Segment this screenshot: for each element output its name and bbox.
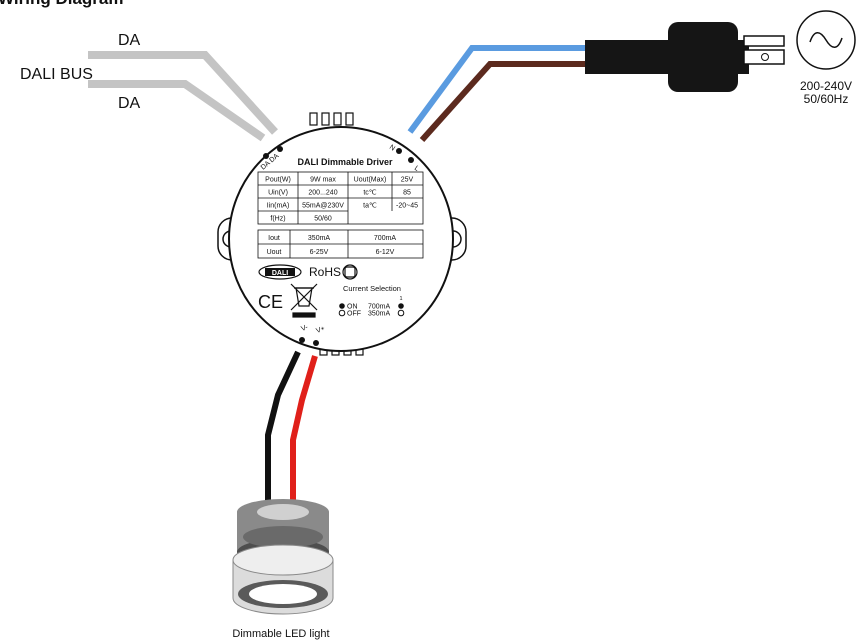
dali-driver: DA DA N L DALI Dimmable Driver Pout(W) 9… — [217, 112, 467, 356]
dali-wire-bottom — [88, 80, 266, 142]
l-terminal-dot — [408, 157, 414, 163]
spec-label-pout: Pout(W) — [265, 177, 291, 184]
dali-wire-top — [88, 51, 278, 135]
n-terminal-label: N — [388, 144, 396, 153]
diagram-title: Wiring Diagram — [0, 0, 123, 8]
dali-bus-label: DALI BUS — [20, 66, 93, 83]
v-plus-wire — [290, 355, 318, 512]
output-uout-700: 6-12V — [376, 249, 395, 256]
v-plus-label: V+ — [315, 325, 326, 335]
off-label: OFF — [347, 311, 361, 318]
led-light — [232, 499, 334, 615]
spec-table — [257, 171, 424, 259]
dip-switch-off-dot — [397, 309, 405, 317]
dali-wire-top-label: DA — [118, 32, 141, 49]
power-voltage: 200-240V — [800, 79, 852, 93]
spec-label-tc: tc℃ — [363, 190, 376, 197]
spec-value-uout-max: 25V — [401, 177, 414, 184]
dali-wire-bottom-label: DA — [118, 95, 141, 112]
dali-logo: DALI — [258, 264, 302, 280]
output-label-uout: Uout — [267, 249, 282, 256]
ac-sine-icon — [796, 10, 856, 70]
spec-value-ta: -20~45 — [396, 203, 418, 210]
n-terminal-dot — [396, 148, 402, 154]
v-minus-terminal-dot — [299, 337, 305, 343]
on-indicator-dot — [339, 303, 345, 309]
driver-top-fins — [309, 112, 354, 126]
certification-icon — [342, 264, 358, 280]
rohs-mark: RoHS — [309, 265, 341, 279]
neutral-wire — [407, 45, 600, 134]
driver-housing — [228, 126, 454, 352]
da-terminal-dot-2 — [277, 146, 283, 152]
weee-bin-icon — [290, 283, 318, 318]
spec-label-f: f(Hz) — [270, 216, 285, 223]
live-wire — [419, 61, 600, 143]
da-terminal-dot-1 — [263, 153, 269, 159]
spec-value-pout: 9W max — [310, 177, 336, 184]
driver-name: DALI Dimmable Driver — [297, 157, 393, 167]
ce-mark: CE — [258, 292, 283, 312]
dip-switch-on-dot — [398, 303, 404, 309]
power-frequency: 50/60Hz — [804, 92, 849, 106]
output-label-iout: Iout — [268, 235, 280, 242]
spec-value-tc: 85 — [403, 190, 411, 197]
spec-label-uin: Uin(V) — [268, 190, 288, 197]
spec-label-uout-max: Uout(Max) — [354, 177, 387, 184]
spec-value-f: 50/60 — [314, 216, 332, 223]
on-label: ON — [347, 304, 358, 311]
off-indicator-dot — [338, 309, 346, 317]
output-uout-350: 6-25V — [310, 249, 329, 256]
output-iout-350: 350mA — [308, 235, 331, 242]
spec-value-uin: 200...240 — [308, 190, 337, 197]
off-current-value: 350mA — [368, 311, 391, 318]
v-plus-terminal-dot — [313, 340, 319, 346]
on-current-value: 700mA — [368, 304, 391, 311]
spec-label-iin: Iin(mA) — [267, 203, 290, 210]
spec-value-iin: 55mA@230V — [302, 203, 344, 210]
switch-number: 1 — [399, 296, 402, 302]
led-label: Dimmable LED light — [232, 628, 329, 640]
power-plug — [585, 22, 785, 92]
v-minus-label: V- — [300, 324, 309, 333]
l-terminal-label: L — [413, 165, 420, 173]
v-minus-wire — [265, 350, 301, 512]
spec-label-ta: ta℃ — [363, 203, 377, 210]
current-selection-title: Current Selection — [343, 284, 401, 293]
dali-logo-text: DALI — [272, 270, 288, 277]
output-iout-700: 700mA — [374, 235, 397, 242]
